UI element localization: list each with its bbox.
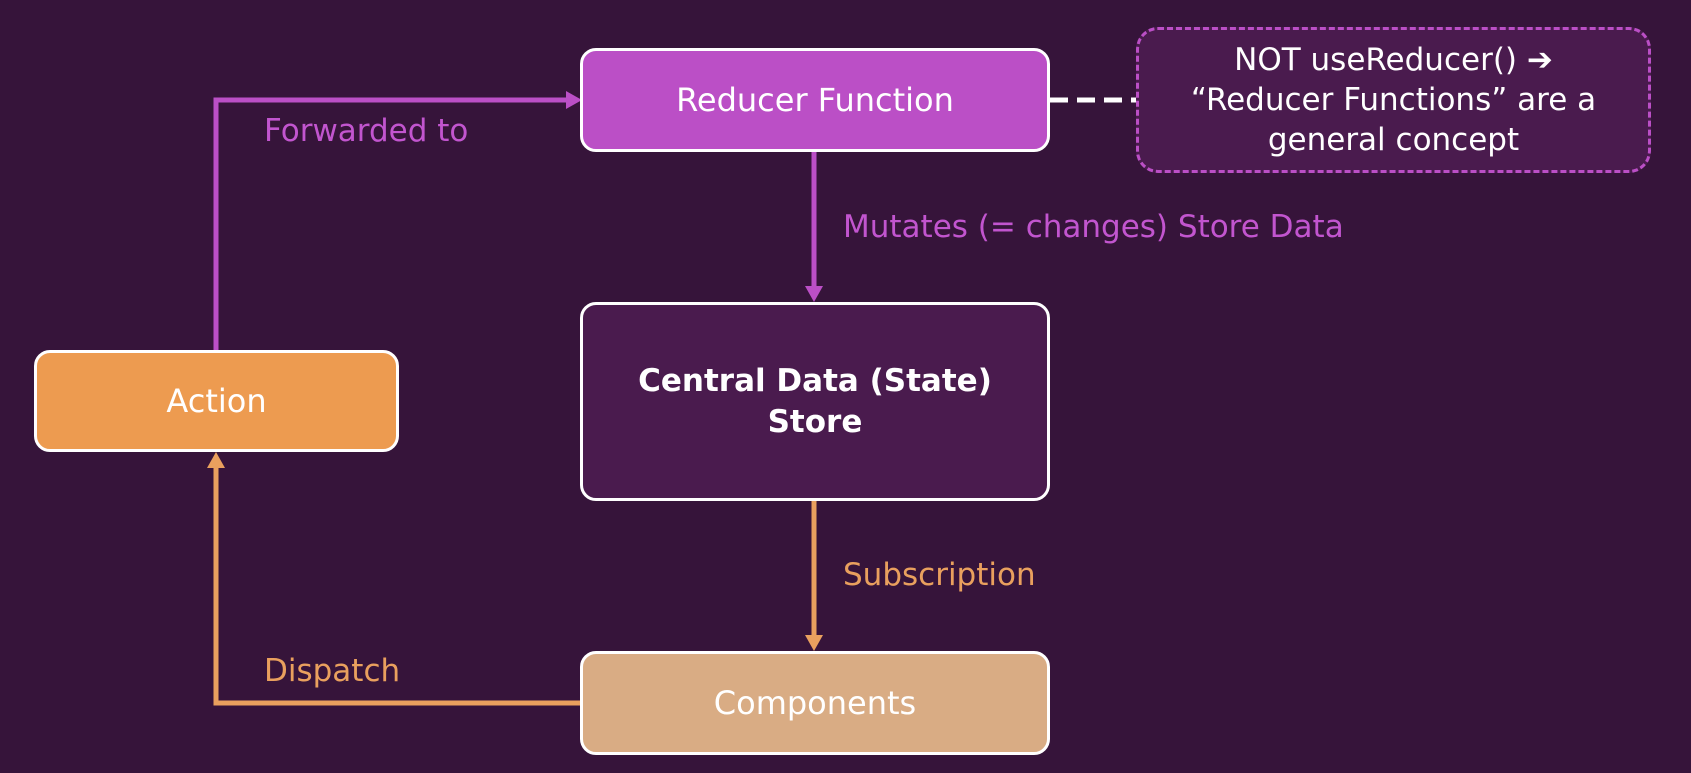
forwarded-connector [213, 97, 570, 350]
subscription-label: Subscription [843, 557, 1036, 593]
forwarded-arrowhead [566, 91, 582, 109]
reducer-function-box: Reducer Function [580, 48, 1050, 152]
note-line-2: “Reducer Functions” are a [1190, 81, 1597, 118]
dispatch-connector [213, 468, 582, 706]
action-box: Action [34, 350, 399, 452]
mutates-arrowhead [805, 286, 823, 302]
central-store-box: Central Data (State) Store [580, 302, 1050, 501]
action-label: Action [166, 382, 267, 420]
subscription-arrowhead [805, 635, 823, 651]
note-box: NOT useReducer() ➔ “Reducer Functions” a… [1136, 27, 1651, 173]
central-store-subtitle: Store [767, 403, 863, 440]
components-box: Components [580, 651, 1050, 755]
central-store-title: Central Data (State) [638, 363, 992, 400]
note-line-3: general concept [1267, 122, 1520, 159]
note-line-1: NOT useReducer() ➔ [1234, 41, 1553, 78]
dispatch-label: Dispatch [264, 653, 401, 689]
dispatch-arrowhead [207, 452, 225, 468]
forwarded-to-label: Forwarded to [264, 113, 469, 149]
reducer-function-label: Reducer Function [676, 81, 954, 119]
components-label: Components [713, 684, 917, 722]
mutates-label: Mutates (= changes) Store Data [843, 209, 1344, 245]
